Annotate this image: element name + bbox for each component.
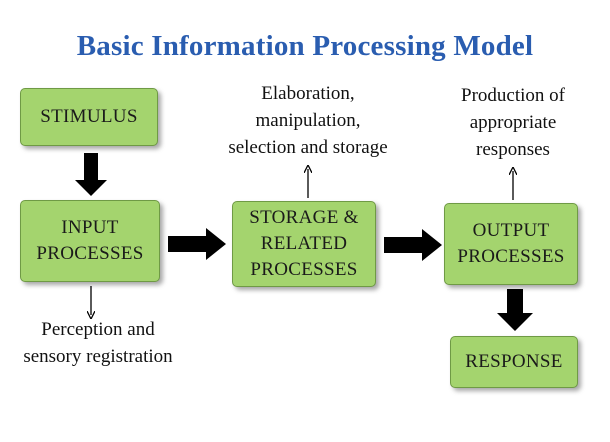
response-box: RESPONSE <box>450 336 578 388</box>
arrow-storage-to-output <box>384 229 442 261</box>
diagram-title: Basic Information Processing Model <box>76 30 534 62</box>
elaboration-note: Elaboration, manipulation, selection and… <box>228 83 388 158</box>
storage-processes-box: STORAGE & RELATED PROCESSES <box>232 201 376 287</box>
stimulus-box: STIMULUS <box>20 88 158 146</box>
arrow-stimulus-to-input <box>75 153 107 196</box>
production-note: Production of appropriate responses <box>461 85 565 160</box>
arrow-input-to-storage <box>168 228 226 260</box>
output-processes-box: OUTPUT PROCESSES <box>444 203 578 285</box>
input-processes-box: INPUT PROCESSES <box>20 200 160 282</box>
arrow-output-to-response <box>497 289 533 331</box>
perception-note: Perception and sensory registration <box>23 319 173 367</box>
